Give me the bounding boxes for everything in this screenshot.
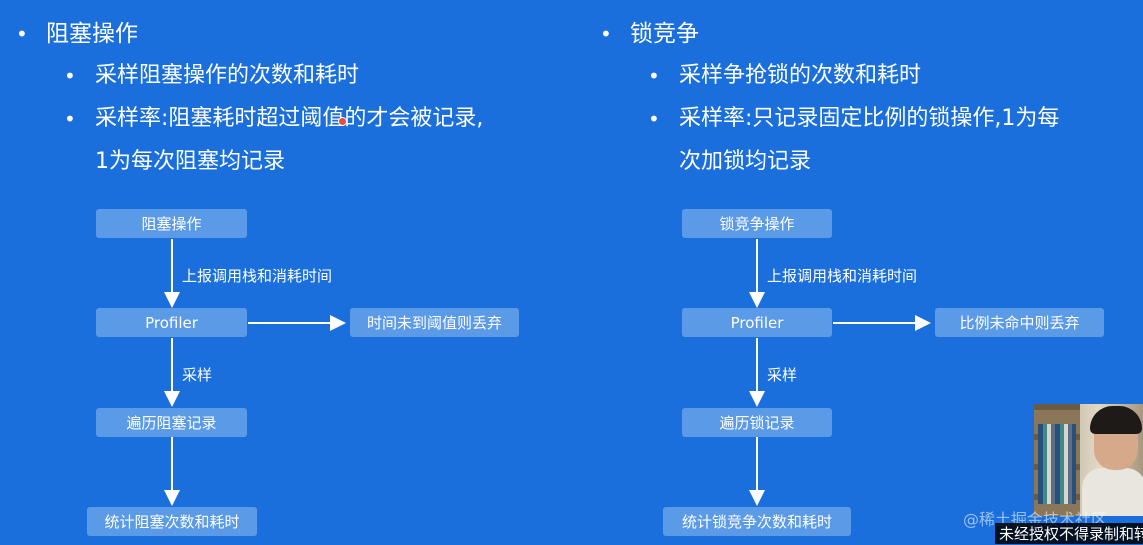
left-point-1: 采样阻塞操作的次数和耗时 — [95, 63, 360, 88]
presenter-hair — [1090, 406, 1142, 434]
right-node-profiler: Profiler — [682, 308, 832, 337]
laser-pointer-dot — [338, 117, 347, 126]
bullet-dot: • — [64, 107, 76, 131]
bullet-dot: • — [600, 22, 612, 46]
right-point-3: 次加锁均记录 — [679, 149, 812, 174]
left-point-3: 1为每次阻塞均记录 — [95, 149, 285, 174]
right-point-2: 采样率:只记录固定比例的锁操作,1为每 — [679, 106, 1060, 131]
copyright-notice: 未经授权不得录制和转 — [995, 523, 1143, 544]
right-node-traverse: 遍历锁记录 — [682, 408, 832, 437]
right-node-start: 锁竞争操作 — [682, 209, 832, 238]
presenter-body — [1082, 468, 1143, 516]
left-point-2: 采样率:阻塞耗时超过阈值的才会被记录, — [95, 106, 484, 131]
left-node-profiler: Profiler — [96, 308, 247, 337]
bullet-dot: • — [16, 22, 28, 46]
right-node-discard: 比例未命中则丢弃 — [935, 308, 1104, 337]
right-node-stats: 统计锁竞争次数和耗时 — [663, 507, 851, 536]
bullet-dot: • — [64, 64, 76, 88]
left-heading: 阻塞操作 — [46, 21, 138, 47]
left-edge-sample-label: 采样 — [182, 366, 213, 384]
bullet-dot: • — [648, 64, 660, 88]
left-node-start: 阻塞操作 — [96, 209, 247, 238]
right-heading: 锁竞争 — [630, 21, 699, 47]
bullet-dot: • — [648, 107, 660, 131]
left-node-traverse: 遍历阻塞记录 — [96, 408, 247, 437]
left-node-discard: 时间未到阈值则丢弃 — [350, 308, 519, 337]
left-edge-report-label: 上报调用栈和消耗时间 — [182, 267, 333, 285]
right-edge-report-label: 上报调用栈和消耗时间 — [767, 267, 918, 285]
presenter-webcam — [1034, 404, 1143, 516]
right-point-1: 采样争抢锁的次数和耗时 — [679, 63, 922, 88]
left-node-stats: 统计阻塞次数和耗时 — [87, 507, 257, 536]
books — [1038, 424, 1076, 504]
right-edge-sample-label: 采样 — [767, 366, 798, 384]
